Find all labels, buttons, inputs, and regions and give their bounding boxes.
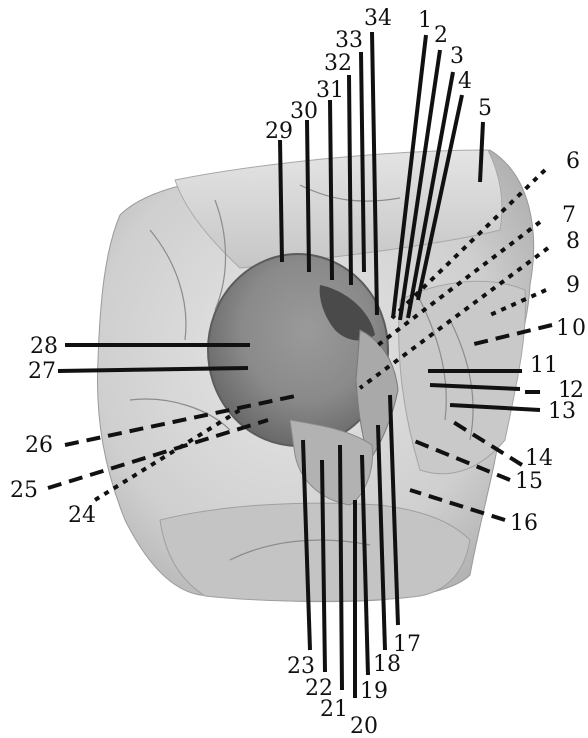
label-25: 25: [10, 478, 38, 503]
label-34: 34: [364, 6, 392, 31]
leader-25: [47, 418, 269, 490]
label-2: 2: [434, 23, 448, 48]
label-28: 28: [30, 334, 58, 359]
leader-2: [398, 49, 442, 321]
leader-12: [429, 383, 521, 391]
leader-18: [376, 424, 387, 651]
leader-19: [360, 454, 370, 676]
label-27: 27: [28, 359, 56, 384]
leader-23: [301, 439, 312, 651]
leader-lines: [47, 31, 553, 698]
label-22: 22: [305, 676, 333, 701]
leader-15: [411, 438, 511, 482]
leader-27: [57, 366, 249, 373]
leader-10: [469, 323, 553, 347]
label-7: 7: [562, 203, 576, 228]
label-26: 26: [25, 433, 53, 458]
label-30: 30: [290, 99, 318, 124]
label-17: 17: [393, 632, 421, 657]
orbital-floor: [289, 419, 374, 506]
label-31: 31: [316, 78, 344, 103]
label-9: 9: [566, 273, 580, 298]
leader-7: [376, 220, 542, 347]
leader-21: [338, 444, 344, 691]
vessel-streaks: [129, 184, 474, 561]
leader-1: [391, 34, 428, 319]
inner-cavity: [319, 285, 375, 341]
label-13: 13: [548, 399, 576, 424]
leader-6: [390, 168, 547, 320]
lateral-tissue: [398, 280, 526, 475]
leader-29: [278, 139, 284, 263]
label-20: 20: [350, 714, 378, 738]
label-29: 29: [265, 119, 293, 144]
label-5: 5: [478, 96, 492, 121]
label-32: 32: [324, 51, 352, 76]
leader-22: [320, 459, 327, 673]
label-6: 6: [566, 149, 580, 174]
leader-34: [370, 31, 379, 316]
label-10: 10: [556, 316, 586, 341]
label-16: 16: [510, 511, 538, 536]
label-19: 19: [360, 679, 388, 704]
label-18: 18: [373, 652, 401, 677]
leader-16: [409, 488, 506, 522]
label-numbers: 1 2 3 4 5 6 7 8 9 10 11 12 13 14 15 16 1…: [10, 6, 586, 738]
nerve-channel: [355, 329, 399, 462]
label-11: 11: [530, 353, 558, 378]
leader-4: [416, 94, 464, 301]
leader-32: [347, 74, 353, 286]
label-23: 23: [287, 654, 315, 679]
leader-5: [478, 121, 485, 183]
leader-13: [449, 403, 541, 412]
label-12: 12: [558, 378, 584, 403]
leader-14: [448, 418, 524, 467]
label-14: 14: [525, 446, 553, 471]
label-4: 4: [458, 69, 472, 94]
label-33: 33: [335, 28, 363, 53]
lower-band: [159, 502, 471, 602]
specimen-illustration: [97, 149, 535, 603]
label-8: 8: [566, 229, 580, 254]
leader-26: [64, 393, 301, 447]
leader-30: [305, 119, 311, 273]
label-24: 24: [68, 503, 96, 528]
label-3: 3: [450, 44, 464, 69]
label-21: 21: [320, 697, 348, 722]
leader-17: [388, 394, 400, 626]
label-15: 15: [515, 469, 543, 494]
leader-3: [406, 71, 455, 319]
leader-31: [328, 99, 334, 281]
label-1: 1: [418, 8, 432, 33]
leader-33: [359, 51, 366, 273]
